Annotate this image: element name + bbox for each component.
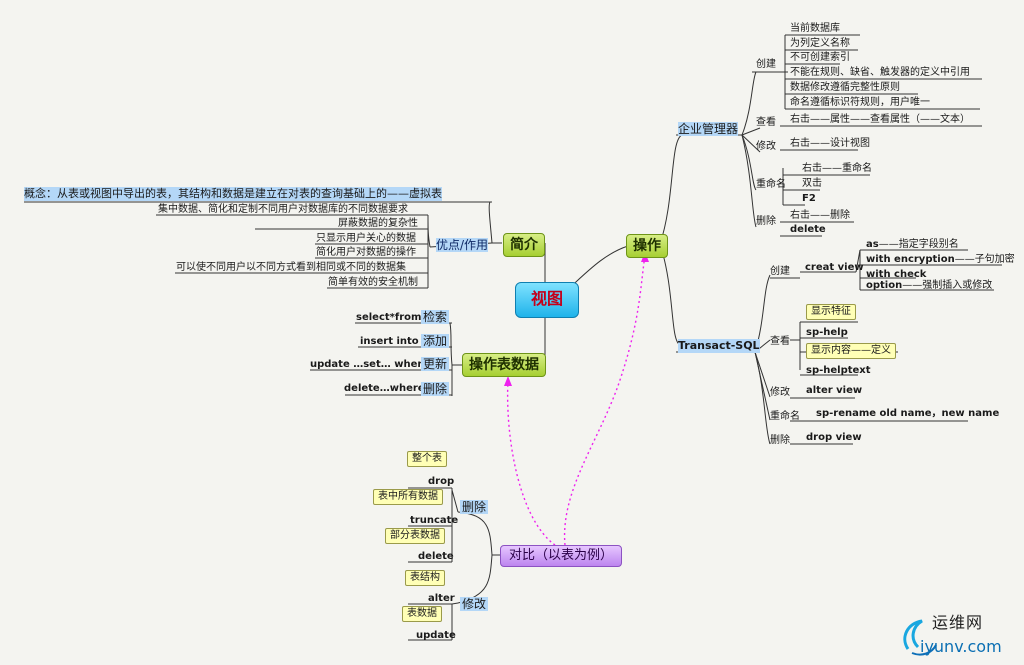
compare-modify-note: 表结构 xyxy=(405,570,445,586)
intro-pro-item: 简单有效的安全机制 xyxy=(328,277,418,288)
em-modify-item: 右击——设计视图 xyxy=(790,138,870,149)
tsql-create-item: with encryption——子句加密 xyxy=(866,253,1015,266)
em-rename-item: F2 xyxy=(802,193,816,204)
tsql-rename-label[interactable]: 重命名 xyxy=(770,411,800,422)
intro-pros-label[interactable]: 优点/作用 xyxy=(436,238,489,252)
em-create-item: 命名遵循标识符规则，用户唯一 xyxy=(790,97,930,108)
tsql-create-item-note: ——子句加密 xyxy=(954,254,1015,265)
compare-delete-cmd: drop xyxy=(428,476,455,487)
compare-delete-cmd: delete xyxy=(418,551,454,562)
compare-node[interactable]: 对比（以表为例） xyxy=(500,545,623,567)
table-op-label[interactable]: 更新 xyxy=(421,357,450,371)
intro-pro-item: 可以使不同用户以不同方式看到相同或不同的数据集 xyxy=(176,262,406,273)
em-modify-label[interactable]: 修改 xyxy=(756,141,776,152)
em-rename-item: 双击 xyxy=(802,178,822,189)
root-node[interactable]: 视图 xyxy=(515,282,579,318)
em-create-label[interactable]: 创建 xyxy=(756,59,776,70)
table-ops-node[interactable]: 操作表数据 xyxy=(462,353,546,377)
tsql-create-item-code: option xyxy=(866,280,903,291)
table-op-label[interactable]: 添加 xyxy=(421,334,450,348)
em-create-item: 数据修改遵循完整性原则 xyxy=(790,82,900,93)
em-delete-item: delete xyxy=(790,224,826,235)
watermark-cn: 运维网 xyxy=(932,613,984,632)
em-rename-item: 右击——重命名 xyxy=(802,163,872,174)
intro-pro-item: 集中数据、简化和定制不同用户对数据库的不同数据要求 xyxy=(158,204,408,215)
compare-modify-label[interactable]: 修改 xyxy=(460,597,489,611)
tsql-create-label[interactable]: 创建 xyxy=(770,266,790,277)
table-op-sql: update …set… where xyxy=(310,359,430,370)
compare-modify-cmd: update xyxy=(416,630,456,641)
compare-delete-note: 部分表数据 xyxy=(385,528,445,544)
tsql-view-cmd: sp-helptext xyxy=(806,365,871,376)
compare-modify-note: 表数据 xyxy=(402,606,442,622)
em-view-label[interactable]: 查看 xyxy=(756,117,776,128)
compare-delete-cmd: truncate xyxy=(410,515,459,526)
table-op-sql: delete…where xyxy=(344,383,425,394)
compare-delete-note: 整个表 xyxy=(407,451,447,467)
tsql-view-label[interactable]: 查看 xyxy=(770,336,790,347)
watermark-logo: 运维网 iyunv.com xyxy=(898,611,1010,661)
tsql-node[interactable]: Transact-SQL xyxy=(678,339,760,353)
tsql-modify-cmd: alter view xyxy=(806,385,863,396)
em-create-item: 当前数据库 xyxy=(790,23,840,34)
em-create-item: 为列定义名称 xyxy=(790,38,850,49)
tsql-create-cmd: creat view xyxy=(805,262,864,273)
tsql-create-item-note: ——强制插入或修改 xyxy=(902,280,993,291)
watermark-swirl-icon xyxy=(903,619,937,656)
compare-delete-note: 表中所有数据 xyxy=(373,489,443,505)
tsql-create-item-code: with encryption xyxy=(866,254,955,265)
tsql-create-item-note: ——指定字段别名 xyxy=(878,239,959,250)
em-view-item: 右击——属性——查看属性（——文本） xyxy=(790,114,970,125)
intro-pro-item: 简化用户对数据的操作 xyxy=(316,247,416,258)
tsql-create-item: option——强制插入或修改 xyxy=(866,279,992,292)
em-rename-label[interactable]: 重命名 xyxy=(756,179,786,190)
intro-pro-item: 屏蔽数据的复杂性 xyxy=(338,218,418,229)
table-op-sql: insert into xyxy=(360,336,419,347)
intro-pro-item: 只显示用户关心的数据 xyxy=(316,233,416,244)
em-create-item: 不能在规则、缺省、触发器的定义中引用 xyxy=(790,67,970,78)
tsql-view-note: 显示内容——定义 xyxy=(806,343,896,359)
em-delete-label[interactable]: 删除 xyxy=(756,216,776,227)
em-node[interactable]: 企业管理器 xyxy=(678,122,739,136)
compare-delete-label[interactable]: 删除 xyxy=(460,500,489,514)
table-op-label[interactable]: 删除 xyxy=(421,382,450,396)
compare-modify-cmd: alter xyxy=(428,593,455,604)
tsql-create-item: as——指定字段别名 xyxy=(866,238,959,251)
operation-node[interactable]: 操作 xyxy=(626,234,668,258)
table-op-label[interactable]: 检索 xyxy=(421,310,450,324)
intro-node[interactable]: 简介 xyxy=(503,233,545,257)
tsql-modify-label[interactable]: 修改 xyxy=(770,387,790,398)
tsql-rename-cmd: sp-rename old name，new name xyxy=(816,408,1000,419)
tsql-view-cmd: sp-help xyxy=(806,327,848,338)
tsql-view-note: 显示特征 xyxy=(806,304,856,320)
tsql-create-item-code: as xyxy=(866,239,879,250)
tsql-delete-cmd: drop view xyxy=(806,432,862,443)
em-create-item: 不可创建索引 xyxy=(790,52,850,63)
em-delete-item: 右击——删除 xyxy=(790,210,850,221)
watermark-url: iyunv.com xyxy=(920,637,1002,656)
tsql-create-item-code: with check xyxy=(866,269,927,280)
tsql-delete-label[interactable]: 删除 xyxy=(770,435,790,446)
table-op-sql: select*from xyxy=(356,312,422,323)
intro-concept: 概念：从表或视图中导出的表，其结构和数据是建立在对表的查询基础上的——虚拟表 xyxy=(24,187,442,201)
tsql-create-item: with check xyxy=(866,268,926,281)
